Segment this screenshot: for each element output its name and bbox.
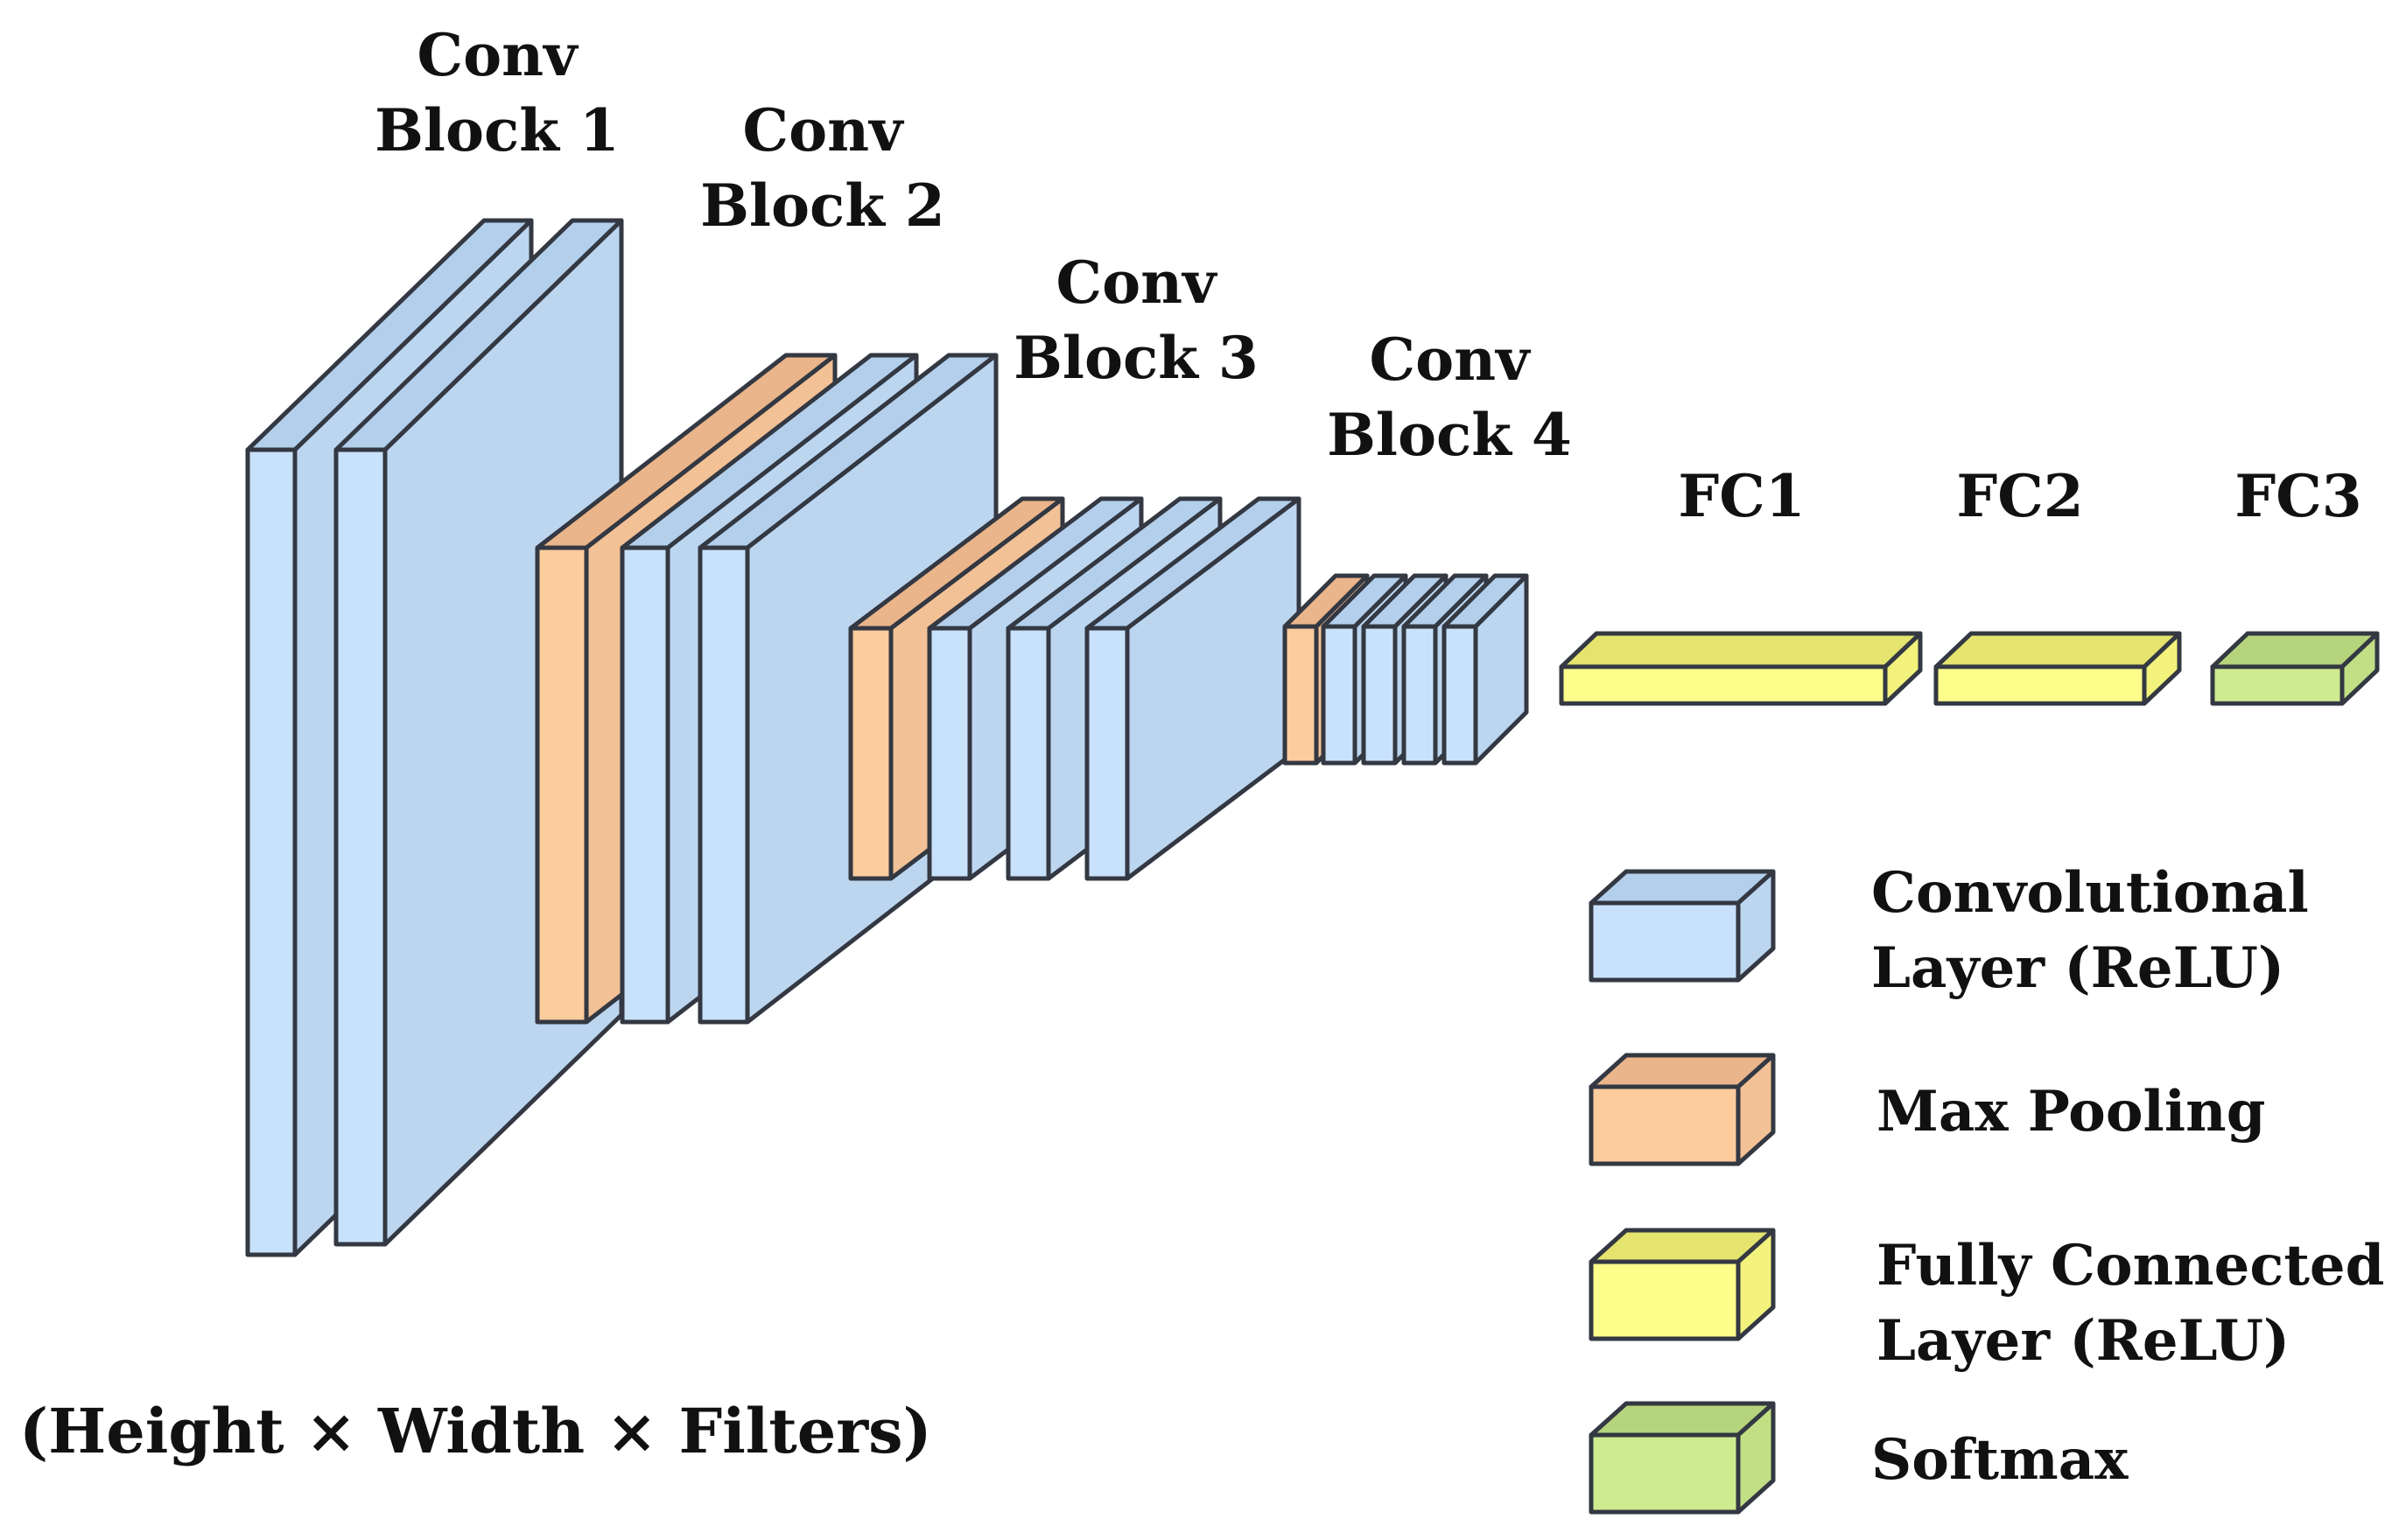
block-1-title-line2: Block 1 [375,96,620,164]
block4-conv-1-front [1321,624,1357,766]
fc1-layer [1559,631,1923,706]
block-4-title-line1: Conv [1370,326,1532,394]
block3-conv-3-front [1084,626,1130,881]
block1-conv-2-front [333,447,388,1247]
block-3-title-line2: Block 3 [1014,324,1259,392]
legend-pool-swatch-front [1589,1084,1741,1166]
block4-conv-4-front [1442,624,1478,766]
block-1-title-line1: Conv [417,21,579,89]
fc3-title: FC3 [2234,462,2361,530]
fc2-title: FC2 [1956,462,2083,530]
fc1-title: FC1 [1678,462,1805,530]
block4-conv-4 [1442,573,1529,766]
fc2-layer-front [1933,664,2147,706]
block-2-title-line1: Conv [743,96,905,164]
block-2-title-line2: Block 2 [700,172,945,240]
legend-pool-swatch [1589,1053,1776,1166]
legend-conv-line1: Convolutional [1871,860,2309,926]
legend-conv-line2: Layer (ReLU) [1871,935,2284,1001]
block2-conv-1-front [620,545,670,1025]
legend-conv-swatch [1589,869,1776,983]
block3-conv-1-front [927,626,972,881]
fc1-layer-top [1559,631,1923,669]
block-4-title-line2: Block 4 [1327,401,1572,469]
block3-conv-2-front [1006,626,1051,881]
legend-fc-line2: Layer (ReLU) [1876,1308,2290,1374]
fc2-layer-top [1933,631,2182,669]
block2-pool-front [535,545,589,1025]
legend-softmax-label: Softmax [1871,1427,2129,1493]
legend-softmax-swatch-front [1589,1432,1741,1515]
block4-conv-3-front [1401,624,1438,766]
block3-pool-front [848,626,894,881]
block2-conv-2-front [698,545,750,1025]
block4-conv-2-front [1361,624,1398,766]
fc3-layer [2210,631,2380,706]
network-layers [245,218,2380,1257]
block-3-title-line1: Conv [1056,248,1218,317]
block4-pool-front [1282,624,1319,766]
fc3-layer-front [2210,664,2345,706]
legend-fc-swatch-front [1589,1259,1741,1341]
legend-swatches [1589,869,1776,1515]
legend-conv-swatch-front [1589,900,1741,983]
fc2-layer [1933,631,2182,706]
legend-softmax-swatch [1589,1401,1776,1515]
fc1-layer-front [1559,664,1888,706]
dimension-caption: (Height × Width × Filters) [19,1395,932,1467]
legend-fc-swatch [1589,1228,1776,1341]
legend-pool-label: Max Pooling [1876,1079,2265,1144]
block1-conv-1-front [245,447,298,1257]
legend-fc-line1: Fully Connected [1876,1233,2384,1298]
